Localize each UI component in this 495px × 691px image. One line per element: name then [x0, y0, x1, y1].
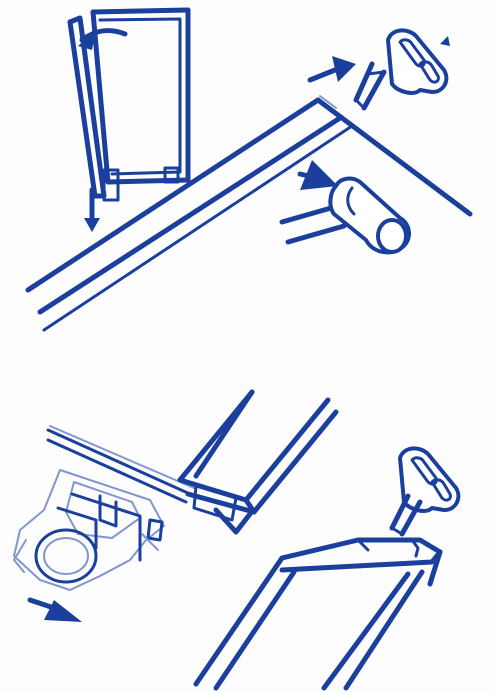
- lower-frame-icon: [193, 537, 443, 691]
- hammer-arrow-icon: [297, 160, 338, 190]
- arrow-icon: [307, 56, 356, 83]
- tilt-arrow-icon: [79, 28, 128, 43]
- hinge-pin-icon: [353, 28, 450, 111]
- slide-arrow-icon: [27, 597, 82, 622]
- hinge-pin-lower-icon: [389, 446, 461, 537]
- rail-icon: [25, 95, 473, 332]
- door-panel-icon: [67, 7, 191, 232]
- lower-assembly-step: [13, 389, 461, 691]
- bracket-icon: [13, 469, 165, 591]
- hammer-icon: [279, 176, 411, 255]
- upper-assembly-step: [25, 7, 473, 332]
- frame-rail-icon: [46, 389, 339, 535]
